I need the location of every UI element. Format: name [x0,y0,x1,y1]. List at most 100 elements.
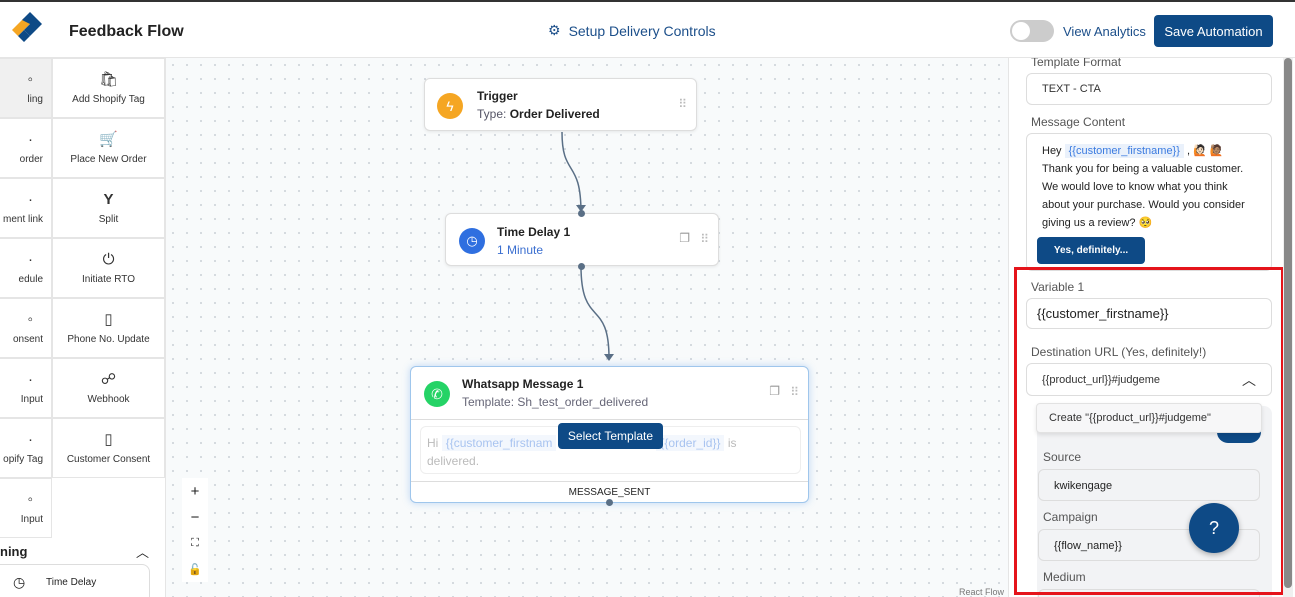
react-flow-attribution[interactable]: React Flow [958,587,1004,597]
settings-panel: Template Format TEXT - CTA Message Conte… [1008,58,1295,597]
highlight-box [1014,267,1284,595]
item-icon: · [28,130,33,148]
connection-handle[interactable] [578,263,585,270]
medium-label: Medium [1043,570,1086,584]
view-analytics-label: View Analytics [1063,24,1146,39]
item-label: onsent [12,333,43,345]
item-icon: · [28,190,33,208]
view-analytics-toggle[interactable] [1010,20,1054,42]
template-format-field[interactable]: TEXT - CTA [1026,73,1272,105]
drag-handle-icon[interactable]: ⠿ [678,97,687,111]
palette-item-place-new-order[interactable]: 🛒 Place New Order [52,118,165,178]
campaign-label: Campaign [1043,510,1098,524]
item-label: Add Shopify Tag [72,93,145,105]
item-label: Phone No. Update [67,333,150,345]
palette-item-time-delay[interactable]: ◷Time Delay [0,564,150,597]
palette-item-webhook[interactable]: ☍ Webhook [52,358,165,418]
node-palette: ◦ling ·order ·ment link ·edule ◦onsent ·… [0,58,166,597]
webhook-icon: ☍ [100,370,117,388]
lightning-icon: ϟ [437,93,463,119]
palette-item-split[interactable]: Y Split [52,178,165,238]
copy-icon[interactable]: ❐ [679,231,690,245]
source-label: Source [1043,450,1082,464]
palette-item-add-shopify-tag[interactable]: 🛍 Add Shopify Tag [52,58,165,118]
palette-item[interactable]: · opify Tag [0,418,52,478]
item-label: Split [98,213,119,225]
item-label: Webhook [87,393,130,405]
item-label: Input [20,513,43,525]
item-icon: ◦ [27,70,33,88]
palette-item[interactable]: ◦ Input [0,478,52,538]
chevron-up-icon[interactable]: ︿ [1242,371,1256,388]
message-content-label: Message Content [1031,115,1126,129]
message-text: Hey [1042,145,1062,157]
time-delay-node[interactable]: ◷ Time Delay 1 1 Minute ❐ ⠿ [445,213,719,266]
palette-item[interactable]: ·order [0,118,52,178]
palette-item[interactable]: ◦ ling [0,58,52,118]
item-label: Initiate RTO [82,273,135,285]
message-content: Hey {{customer_firstname}} , 🙋🏻 🙋🏽 Thank… [1026,133,1272,271]
drag-handle-icon[interactable]: ⠿ [790,385,799,399]
palette-item[interactable]: ◦onsent [0,298,52,358]
clock-icon: ◷ [459,228,485,254]
section-timing-header[interactable]: ning ︿ [0,544,165,560]
connection-handle[interactable] [578,210,585,217]
help-chat-button[interactable]: ? [1189,503,1239,553]
palette-item[interactable]: ·ment link [0,178,52,238]
section-title: ning [0,544,28,559]
whatsapp-message-node[interactable]: ✆ Whatsapp Message 1 Template: Sh_test_o… [410,366,809,503]
lock-icon[interactable]: 🔓 [188,563,202,576]
item-icon: ◦ [27,490,33,508]
chevron-up-icon[interactable]: ︿ [136,545,150,560]
palette-item-initiate-rto[interactable]: ⏻Initiate RTO [52,238,165,298]
palette-item[interactable]: ·Input [0,358,52,418]
split-icon: Y [103,190,114,208]
type-label: Type: [477,107,507,121]
save-automation-button[interactable]: Save Automation [1154,15,1273,47]
copy-icon[interactable]: ❐ [769,384,780,398]
template-format-label: Template Format [1031,58,1122,69]
edge-trigger-delay [561,131,582,214]
node-subtitle: 1 Minute [497,243,544,257]
preview-text: delivered. [427,454,480,468]
palette-item[interactable]: ·edule [0,238,52,298]
variable1-input[interactable]: {{customer_firstname}} [1026,298,1272,329]
edges [561,131,614,361]
palette-item-customer-consent[interactable]: ▯ Customer Consent [52,418,165,478]
source-input[interactable]: kwikengage [1038,469,1260,501]
help-chat-icon: ? [1208,517,1219,538]
zoom-controls: + − ⛶ 🔓 [182,478,208,582]
scrollbar-thumb[interactable] [1284,58,1292,588]
panel-scrollbar[interactable] [1283,58,1293,597]
setup-delivery-controls-link[interactable]: ⚙Setup Delivery Controls [548,22,716,39]
item-label: opify Tag [3,453,43,465]
destination-url-value: {{product_url}}#judgeme [1042,373,1161,386]
zoom-in-icon[interactable]: + [190,482,200,500]
phone-settings-icon: ▯ [104,310,113,328]
item-label: Place New Order [70,153,147,165]
select-template-button[interactable]: Select Template [558,423,663,449]
fit-view-icon[interactable]: ⛶ [191,536,199,549]
palette-item-phone-update[interactable]: ▯ Phone No. Update [52,298,165,358]
edge-delay-whatsapp [580,265,610,359]
flow-canvas[interactable]: ϟ Trigger Type: Order Delivered ⠿ ◷ Time… [166,58,1008,597]
shopify-bag-icon: 🛍 [98,70,119,88]
phone-settings-icon: ▯ [104,430,113,448]
gear-icon: ⚙ [548,22,561,38]
item-icon: · [28,430,33,448]
item-label: Time Delay [46,577,97,588]
preview-variable: {{order_id}} [656,435,725,451]
item-label: Customer Consent [66,453,151,465]
destination-url-label: Destination URL (Yes, definitely!) [1031,345,1207,359]
destination-url-input[interactable]: {{product_url}}#judgeme ︿ [1026,363,1272,396]
cart-icon: 🛒 [99,130,118,148]
zoom-out-icon[interactable]: − [190,508,200,526]
connection-handle[interactable] [606,499,613,506]
create-option[interactable]: Create "{{product_url}}#judgeme" [1036,403,1262,433]
node-subtitle: Template: Sh_test_order_delivered [462,395,649,409]
item-label: ling [27,93,43,105]
drag-handle-icon[interactable]: ⠿ [700,232,709,246]
trigger-node[interactable]: ϟ Trigger Type: Order Delivered ⠿ [424,78,697,131]
node-title: Whatsapp Message 1 [462,377,584,391]
